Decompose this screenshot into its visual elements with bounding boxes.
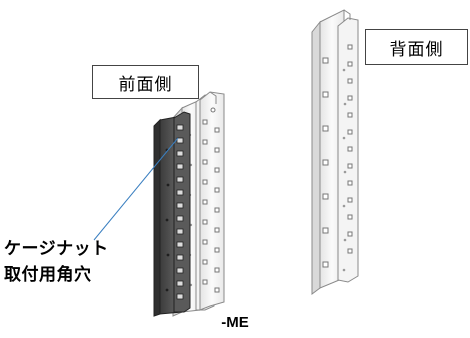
annotation-line-1: ケージナット [4,239,109,259]
model-suffix: -ME [221,314,249,331]
back-side-label: 背面側 [365,29,468,65]
leader-line [93,137,179,241]
back-side-label-text: 背面側 [389,39,444,60]
annotation-line-2: 取付用角穴 [4,265,92,285]
front-rail-dark [153,111,191,317]
cage-nut-hole-annotation: ケージナット 取付用角穴 [4,236,109,288]
front-side-label-text: 前面側 [118,74,173,95]
rear-rail [311,9,359,295]
front-side-label: 前面側 [92,65,199,99]
